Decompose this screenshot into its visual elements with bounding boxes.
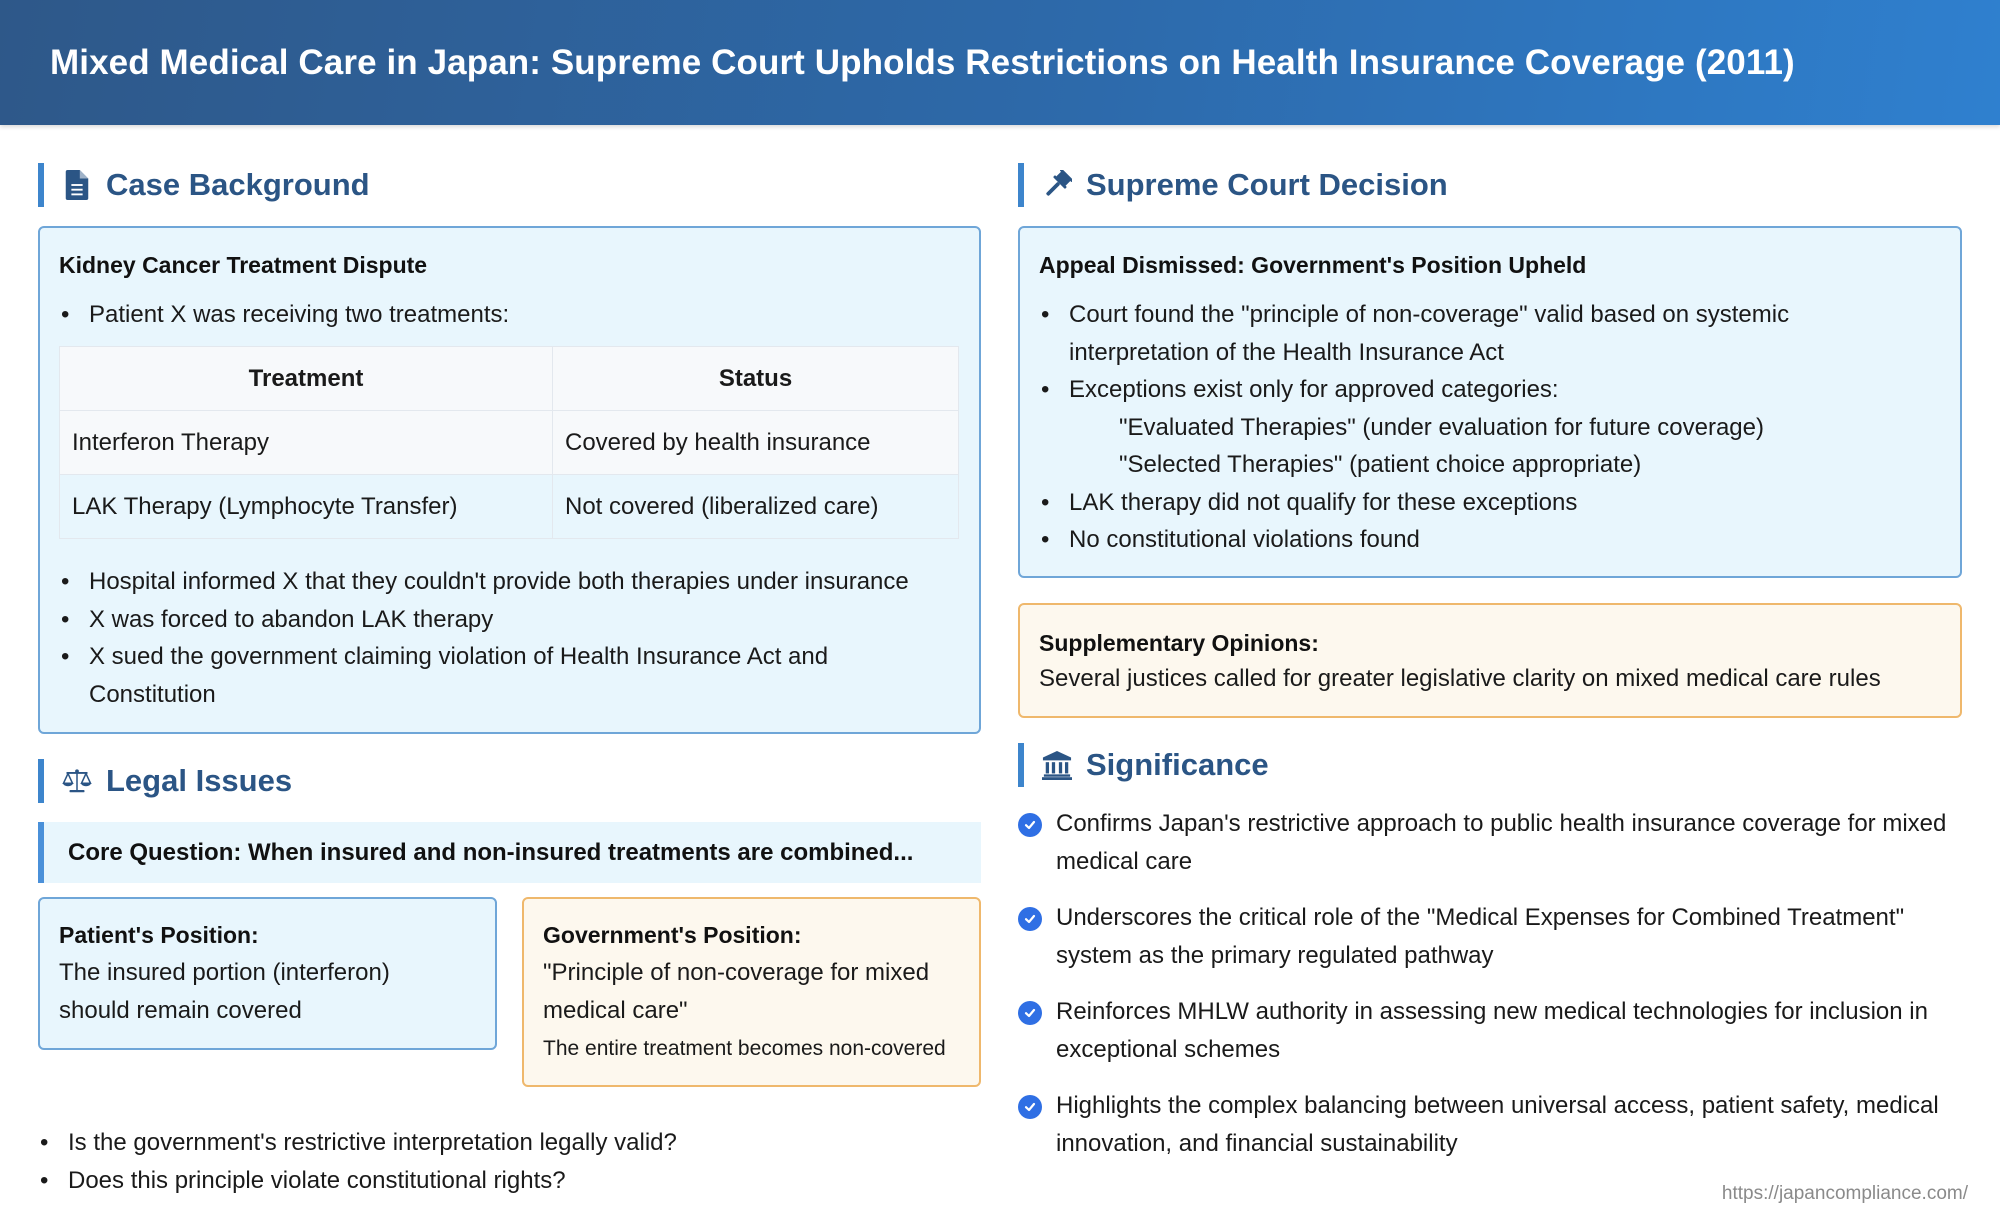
significance-text: Reinforces MHLW authority in assessing n… — [1056, 998, 1928, 1063]
case-bullet: X was forced to abandon LAK therapy — [59, 601, 959, 639]
page-title: Mixed Medical Care in Japan: Supreme Cou… — [50, 42, 1795, 82]
table-cell-treatment: Interferon Therapy — [59, 410, 553, 475]
supplementary-title: Supplementary Opinions: — [1039, 630, 1319, 656]
decision-box: Appeal Dismissed: Government's Position … — [1018, 226, 1962, 578]
table-header-row: Treatment Status — [59, 346, 959, 411]
significance-item: Reinforces MHLW authority in assessing n… — [1018, 993, 1968, 1068]
significance-item: Highlights the complex balancing between… — [1018, 1087, 1968, 1162]
decision-bullet: Court found the "principle of non-covera… — [1039, 296, 1839, 371]
section-title-text: Legal Issues — [106, 763, 293, 798]
decision-heading: Supreme Court Decision — [1018, 163, 1448, 207]
check-circle-icon — [1018, 1095, 1042, 1119]
government-position-subtext: The entire treatment becomes non-covered — [543, 1037, 946, 1060]
page-header: Mixed Medical Care in Japan: Supreme Cou… — [0, 0, 2000, 125]
case-bullet: Hospital informed X that they couldn't p… — [59, 563, 959, 601]
decision-bullet: Exceptions exist only for approved categ… — [1039, 371, 1839, 409]
table-cell-status: Not covered (liberalized care) — [552, 474, 959, 539]
legal-issues-heading: Legal Issues — [38, 759, 292, 803]
gavel-icon — [1042, 170, 1072, 200]
table-header-status: Status — [552, 346, 959, 411]
government-position-text: "Principle of non-coverage for mixed med… — [543, 959, 930, 1024]
file-document-icon — [62, 170, 92, 200]
decision-box-title: Appeal Dismissed: Government's Position … — [1039, 252, 1587, 278]
significance-list: Confirms Japan's restrictive approach to… — [1018, 805, 1968, 1181]
treatment-table: Treatment Status Interferon Therapy Cove… — [59, 346, 959, 539]
significance-text: Confirms Japan's restrictive approach to… — [1056, 810, 1947, 875]
patient-position-title: Patient's Position: — [59, 922, 259, 948]
section-title-text: Significance — [1086, 747, 1269, 782]
decision-bullet: LAK therapy did not qualify for these ex… — [1039, 484, 1839, 522]
section-title-text: Case Background — [106, 167, 370, 202]
supplementary-text: Several justices called for greater legi… — [1039, 665, 1881, 692]
table-cell-status: Covered by health insurance — [552, 410, 959, 475]
significance-item: Confirms Japan's restrictive approach to… — [1018, 805, 1968, 880]
case-intro-list: Patient X was receiving two treatments: — [59, 296, 509, 334]
significance-text: Underscores the critical role of the "Me… — [1056, 904, 1905, 969]
table-row: LAK Therapy (Lymphocyte Transfer) Not co… — [59, 474, 959, 539]
case-background-box: Kidney Cancer Treatment Dispute Patient … — [38, 226, 981, 734]
check-circle-icon — [1018, 907, 1042, 931]
case-box-title: Kidney Cancer Treatment Dispute — [59, 252, 428, 278]
landmark-icon — [1042, 750, 1072, 780]
scales-icon — [62, 766, 92, 796]
significance-heading: Significance — [1018, 743, 1269, 787]
core-question-callout: Core Question: When insured and non-insu… — [38, 822, 981, 883]
significance-item: Underscores the critical role of the "Me… — [1018, 899, 1968, 974]
footer-url[interactable]: https://japancompliance.com/ — [1721, 1183, 1968, 1204]
decision-sub-bullet: "Evaluated Therapies" (under evaluation … — [1119, 413, 1764, 441]
government-position-title: Government's Position: — [543, 922, 802, 948]
patient-position-text: The insured portion (interferon) should … — [59, 959, 390, 1024]
patient-position-box: Patient's Position: The insured portion … — [38, 897, 497, 1050]
legal-question: Does this principle violate constitution… — [38, 1162, 677, 1200]
table-row: Interferon Therapy Covered by health ins… — [59, 410, 959, 475]
supplementary-opinions-box: Supplementary Opinions: Several justices… — [1018, 603, 1962, 718]
section-title-text: Supreme Court Decision — [1086, 167, 1448, 202]
decision-bullet: No constitutional violations found — [1039, 521, 1839, 559]
significance-text: Highlights the complex balancing between… — [1056, 1092, 1939, 1157]
case-bullet: X sued the government claiming violation… — [59, 638, 889, 713]
check-circle-icon — [1018, 1001, 1042, 1025]
table-cell-treatment: LAK Therapy (Lymphocyte Transfer) — [59, 474, 553, 539]
case-intro-bullet: Patient X was receiving two treatments: — [59, 296, 509, 334]
check-circle-icon — [1018, 813, 1042, 837]
legal-question: Is the government's restrictive interpre… — [38, 1124, 677, 1162]
decision-bullets: Court found the "principle of non-covera… — [1039, 296, 1839, 559]
case-background-heading: Case Background — [38, 163, 370, 207]
table-header-treatment: Treatment — [59, 346, 553, 411]
government-position-box: Government's Position: "Principle of non… — [522, 897, 981, 1087]
decision-sub-bullet: "Selected Therapies" (patient choice app… — [1119, 451, 1642, 478]
case-bullets: Hospital informed X that they couldn't p… — [59, 563, 959, 713]
legal-questions-list: Is the government's restrictive interpre… — [38, 1124, 677, 1199]
